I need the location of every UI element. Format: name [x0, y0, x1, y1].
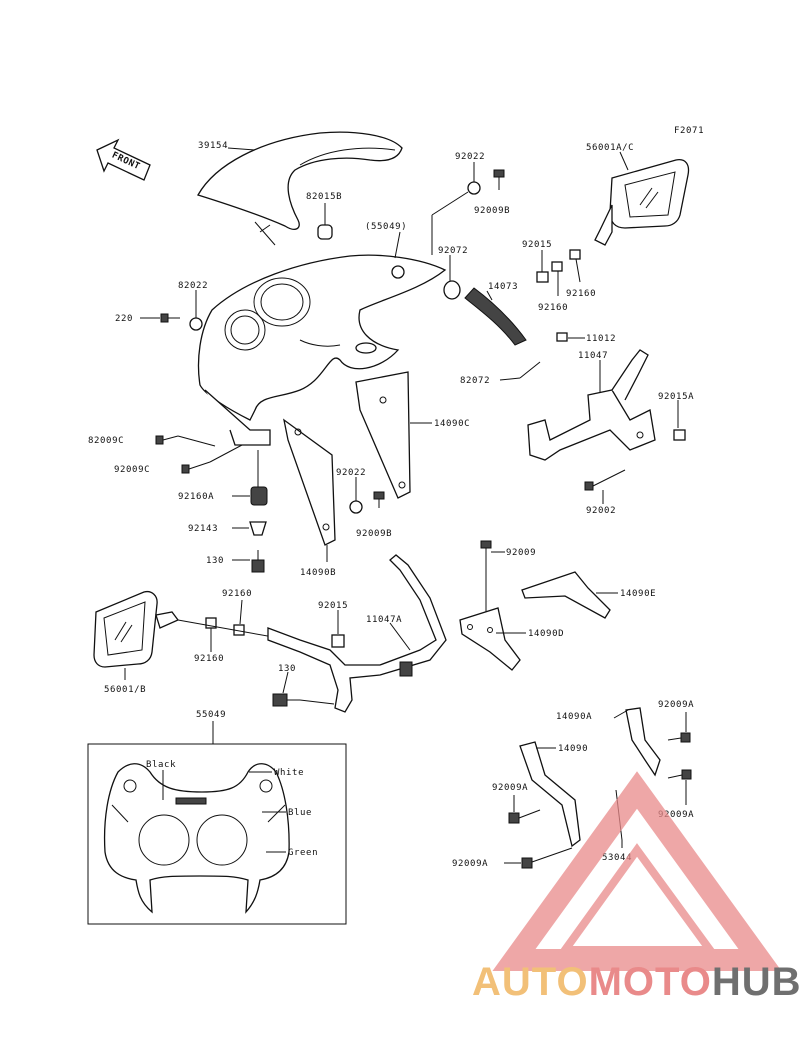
right-mirror-part [594, 159, 690, 246]
label-92015a: 92015A [658, 392, 694, 402]
inner-panel-a [625, 707, 661, 777]
label-82015b: 82015B [306, 192, 342, 202]
label-92009a-4: 92009A [452, 859, 488, 869]
label-92009a-2: 92009A [492, 783, 528, 793]
label-92002: 92002 [586, 506, 616, 516]
bolt-part [160, 313, 180, 323]
label-92009a-1: 92009A [658, 700, 694, 710]
label-56001ac: 56001A/C [586, 143, 634, 153]
label-92022-top: 92022 [455, 152, 485, 162]
callout-white: White [274, 768, 304, 778]
nut-part-2 [673, 429, 686, 441]
screw-part-5 [667, 769, 692, 780]
bolt-part-4 [251, 550, 265, 573]
inner-panel-d [459, 607, 521, 671]
windscreen-part [197, 131, 403, 246]
label-92160a: 92160A [178, 492, 214, 502]
collar-part [249, 521, 267, 536]
label-14090a: 14090A [556, 712, 592, 722]
clamp-part [443, 280, 461, 300]
label-92160-l2: 92160 [194, 654, 224, 664]
label-82022: 82022 [178, 281, 208, 291]
label-220: 220 [115, 314, 133, 324]
label-130-a: 130 [206, 556, 224, 566]
label-92009a-3: 92009A [658, 810, 694, 820]
label-92160-l1: 92160 [222, 589, 252, 599]
callout-green: Green [288, 848, 318, 858]
label-92160-r1: 92160 [566, 289, 596, 299]
label-55049: 55049 [196, 710, 226, 720]
watermark-logo [492, 771, 782, 971]
label-14090b: 14090B [300, 568, 336, 578]
label-92009: 92009 [506, 548, 536, 558]
label-39154: 39154 [198, 141, 228, 151]
label-11047: 11047 [578, 351, 608, 361]
washer-part-2 [189, 317, 203, 331]
watermark-moto: MOTO [589, 960, 712, 1004]
damper-part [551, 261, 563, 272]
label-92022-mid: 92022 [336, 468, 366, 478]
label-55049-ref: (55049) [365, 222, 407, 232]
diagram-code: F2071 [674, 126, 704, 136]
label-92009b-mid: 92009B [356, 529, 392, 539]
screw-part-7 [521, 847, 573, 869]
upper-cowl-part [197, 254, 447, 446]
label-14090: 14090 [558, 744, 588, 754]
label-11012: 11012 [586, 334, 616, 344]
mirror-stay-part [267, 554, 447, 713]
screw-part-2 [373, 491, 385, 508]
damper-part-3 [250, 486, 268, 506]
screw-part-4 [667, 732, 691, 743]
label-11047a: 11047A [366, 615, 402, 625]
inner-panel-e [521, 571, 611, 619]
washer-part-3 [349, 500, 363, 514]
label-53044: 53044 [602, 853, 632, 863]
nut-part-3 [331, 634, 345, 648]
watermark-auto: AUTO [472, 960, 589, 1004]
label-14073: 14073 [488, 282, 518, 292]
label-130-b: 130 [278, 664, 296, 674]
screw-part [493, 169, 505, 190]
bolt-part-3 [181, 461, 211, 474]
label-92015-mid: 92015 [318, 601, 348, 611]
grommet-part [317, 224, 333, 240]
label-14090d: 14090D [528, 629, 564, 639]
left-mirror-part [93, 590, 180, 668]
inner-panel [519, 741, 581, 848]
bolt-part-2 [155, 435, 179, 445]
label-92009b-top: 92009B [474, 206, 510, 216]
washer-part [467, 181, 481, 195]
nut-part [536, 271, 549, 283]
bolt-part-5 [584, 469, 626, 491]
color-detail-box [87, 743, 347, 925]
cowl-front-view [103, 763, 290, 914]
label-14090e: 14090E [620, 589, 656, 599]
stay-bracket-part [527, 349, 656, 461]
label-92072: 92072 [438, 246, 468, 256]
label-56001b: 56001/B [104, 685, 146, 695]
label-92143: 92143 [188, 524, 218, 534]
label-92160-r2: 92160 [538, 303, 568, 313]
label-92009c: 92009C [114, 465, 150, 475]
watermark-hub: HUB [712, 960, 800, 1004]
inner-panel-b [283, 418, 336, 546]
label-82072: 82072 [460, 376, 490, 386]
watermark-text: AUTOMOTOHUB [472, 960, 800, 1004]
bolt-part-6 [272, 693, 300, 707]
duct-part [464, 287, 527, 346]
callout-black: Black [146, 760, 176, 770]
label-14090c: 14090C [434, 419, 470, 429]
label-82009c: 82009C [88, 436, 124, 446]
clip-part [556, 332, 568, 342]
screw-part-6 [508, 809, 541, 824]
damper-part-2 [569, 249, 581, 260]
callout-blue: Blue [288, 808, 312, 818]
front-arrow-icon: FRONT [96, 138, 151, 181]
label-92015-top: 92015 [522, 240, 552, 250]
inner-panel-c [355, 371, 411, 499]
